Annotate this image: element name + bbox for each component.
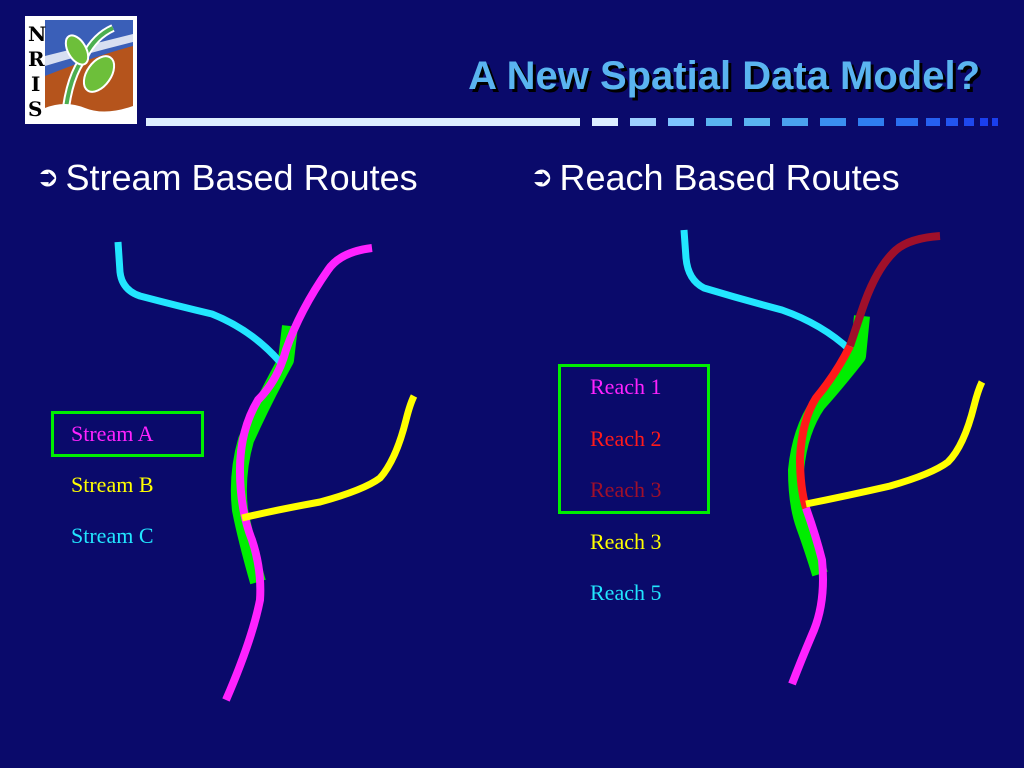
bullet-label: Stream Based Routes — [65, 157, 418, 198]
right-reach-1-line — [788, 506, 827, 686]
left-stream-b-line — [241, 394, 418, 522]
logo-letter-n: N — [28, 22, 46, 46]
legend-reach-3-yellow: Reach 3 — [590, 529, 662, 554]
bullet-stream-based: ➲Stream Based Routes — [36, 157, 418, 199]
right-reach-highlight — [788, 315, 870, 577]
right-reach-5-line — [680, 229, 853, 353]
legend-stream-a: Stream A — [71, 421, 154, 446]
page-title: A New Spatial Data Model? — [468, 54, 980, 98]
circled-arrow-icon: ➲ — [530, 160, 554, 193]
left-stream-a-line — [222, 244, 373, 702]
header-divider — [146, 118, 998, 126]
right-reach-3-dark-line — [846, 232, 941, 348]
left-stream-c-line — [114, 241, 283, 365]
legend-reach-5: Reach 5 — [590, 580, 662, 605]
legend-stream-b: Stream B — [71, 472, 154, 497]
logo-letter-i: I — [31, 72, 40, 96]
legend-reach-3-dark: Reach 3 — [590, 477, 662, 502]
circled-arrow-icon: ➲ — [36, 160, 60, 193]
legend-reach-1: Reach 1 — [590, 374, 662, 399]
legend-stream-c: Stream C — [71, 523, 154, 548]
legend-reach-2: Reach 2 — [590, 426, 662, 451]
right-reach-2-line — [796, 344, 854, 510]
nris-logo: N R I S — [25, 16, 137, 124]
reach-highlight-box — [558, 364, 710, 514]
right-reach-yellow-line — [805, 380, 986, 508]
logo-letter-s: S — [28, 97, 42, 121]
bullet-label: Reach Based Routes — [559, 157, 900, 198]
logo-letter-r: R — [28, 47, 45, 71]
bullet-reach-based: ➲Reach Based Routes — [530, 157, 900, 199]
stream-a-highlight-box — [51, 411, 204, 457]
